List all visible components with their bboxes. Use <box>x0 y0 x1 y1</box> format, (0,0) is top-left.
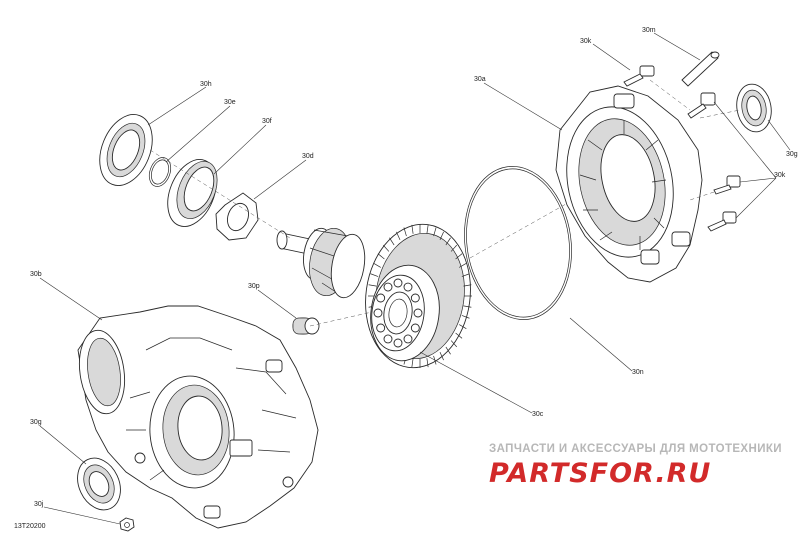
part-housing-30b <box>77 305 319 529</box>
callout-30h: 30h <box>200 81 212 88</box>
part-seal-30h <box>99 114 153 186</box>
part-cover-30a <box>555 85 703 283</box>
part-bushing-30p <box>292 317 320 335</box>
part-o-ring-30n <box>464 166 572 320</box>
document-code: 13T20200 <box>14 523 46 530</box>
part-ring-gear-30c <box>365 223 472 369</box>
callout-30c: 30c <box>532 411 544 418</box>
callout-30g-left: 30g <box>30 419 42 426</box>
callout-30f: 30f <box>262 118 272 125</box>
callout-30p: 30p <box>248 283 260 290</box>
callout-30a: 30a <box>474 76 486 83</box>
callout-30g-right: 30g <box>786 151 798 158</box>
part-bearing-cup-30f <box>167 159 218 227</box>
watermark-logo: PARTSFOR.RU <box>489 458 712 489</box>
part-nut-30d <box>215 192 259 241</box>
leader-lines <box>39 32 791 525</box>
part-plug-30j <box>119 517 135 532</box>
callout-30n: 30n <box>632 369 644 376</box>
part-seal-30g-left <box>77 457 121 511</box>
part-bolt-30k-lower2 <box>707 211 737 232</box>
assembly-axis-lines <box>149 79 741 327</box>
part-ring-30e <box>148 157 172 187</box>
callout-30m: 30m <box>642 27 656 34</box>
callout-30k-top: 30k <box>580 38 592 45</box>
part-pinion-shaft <box>276 227 366 299</box>
callout-30b: 30b <box>30 271 42 278</box>
callout-30k-right: 30k <box>774 172 786 179</box>
part-pin-30m <box>681 51 720 87</box>
callout-30e: 30e <box>224 99 236 106</box>
part-bolt-30k-mid <box>687 92 716 119</box>
part-seal-30g-right <box>736 83 772 133</box>
part-bolt-30k-top <box>623 65 655 87</box>
callout-30d: 30d <box>302 153 314 160</box>
watermark-tagline: ЗАПЧАСТИ И АКСЕССУАРЫ ДЛЯ МОТОТЕХНИКИ <box>489 443 782 455</box>
callout-30j: 30j <box>34 501 44 508</box>
part-bolt-30k-lower1 <box>713 175 741 195</box>
callout-labels: 30h 30e 30f 30d 30p 30c 30n 30a 30k 30m … <box>30 27 798 508</box>
